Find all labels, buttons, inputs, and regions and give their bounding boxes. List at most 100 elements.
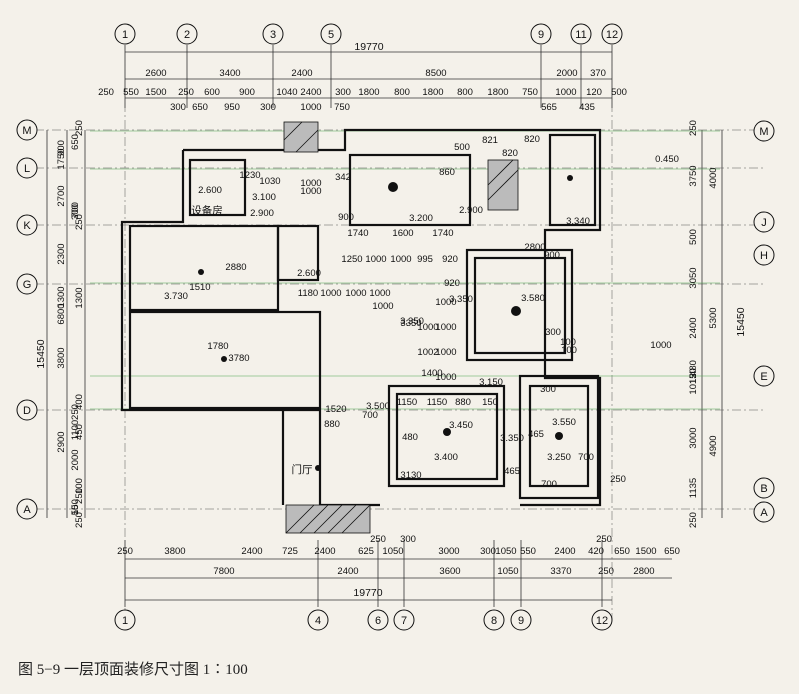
axis-bubble-bottom-circle [591, 609, 613, 631]
axis-bubble-left: M [22, 125, 31, 137]
axis-bubble-right: E [760, 371, 767, 383]
interior-dim: 1002 [417, 347, 438, 358]
dim-bottom-row2: 2400 [337, 566, 358, 577]
ceiling-height: 0.450 [655, 154, 679, 165]
dim-bottom-row2: 3370 [550, 566, 571, 577]
interior-dim: 1510 [189, 282, 210, 293]
dim-right-col1: 1135 [688, 478, 699, 498]
dim-top-row2: 2600 [145, 68, 166, 79]
axis-bubble-top: 2 [184, 29, 190, 41]
interior-dim: 1000 [372, 301, 393, 312]
dim-right-col1: 250 [688, 120, 699, 136]
dim-left-col1: 250 [74, 120, 85, 136]
interior-dim: 880 [455, 397, 471, 408]
dim-bottom-row2: 1050 [497, 566, 518, 577]
dim-top-row3: 500 [611, 87, 627, 98]
dim-right-col1: 2400 [688, 317, 699, 338]
interior-dim: 900 [338, 212, 354, 223]
ceiling-height: 3.200 [409, 213, 433, 224]
axis-bubble-right-circle [753, 365, 775, 387]
interior-dim: 920 [444, 278, 460, 289]
dim-top-row3: 1800 [487, 87, 508, 98]
dim-top-row4: 650 [192, 102, 208, 113]
axis-bubble-left-circle [16, 498, 38, 520]
axis-bubble-top: 11 [575, 29, 586, 41]
axis-bubble-right: H [760, 250, 768, 262]
dim-top-row3: 900 [239, 87, 255, 98]
dim-left-col1: 250 [74, 214, 85, 230]
dim-right-col1: 250 [688, 512, 699, 528]
ceiling-height: 2.600 [198, 185, 222, 196]
dim-right-col1: 480 [688, 360, 699, 376]
dim-left-col1: 50 [70, 505, 81, 516]
interior-dim: 1000 [417, 322, 438, 333]
axis-bubble-bottom-circle [367, 609, 389, 631]
interior-dim: 1000 [320, 288, 341, 299]
green-axis-lines [90, 130, 720, 410]
axis-bubble-top: 1 [122, 29, 128, 41]
ceiling-height: 2.600 [297, 268, 321, 279]
dim-top-total: 19770 [354, 41, 383, 53]
dim-top-row3: 1500 [145, 87, 166, 98]
axis-bubble-bottom: 7 [401, 615, 407, 627]
dim-bottom-row1: 3000 [438, 546, 459, 557]
dim-right-col1: 3000 [688, 427, 699, 448]
axis-bubble-right-circle [753, 501, 775, 523]
dim-right-col2: 4000 [708, 167, 719, 188]
axis-bubble-bottom: 1 [122, 615, 128, 627]
dim-right-col1: 3050 [688, 267, 699, 288]
dim-bottom-row2: 3600 [439, 566, 460, 577]
axis-bubble-left-circle [16, 119, 38, 141]
dim-left-col1: 100 [74, 478, 85, 494]
dim-top-row3: 120 [586, 87, 602, 98]
dim-top-row3: 800 [457, 87, 473, 98]
dim-bottom-row1: 420 [588, 546, 604, 557]
dim-right-col1: 120 [688, 368, 699, 384]
dim-left-col1: 250 [74, 488, 85, 504]
ceiling-height: 3.350 [449, 294, 473, 305]
interior-dim: 1000 [650, 340, 671, 351]
dim-top-row2: 2400 [291, 68, 312, 79]
dim-left-col1: 250 [70, 404, 81, 420]
interior-dim: 3780 [228, 353, 249, 364]
axis-bubble-bottom: 8 [491, 615, 497, 627]
axis-bubble-left-circle [16, 157, 38, 179]
interior-dim: 500 [454, 142, 470, 153]
ceiling-height: 3.400 [434, 452, 458, 463]
interior-dim: 1000 [435, 372, 456, 383]
axis-bubble-bottom: 9 [518, 615, 524, 627]
dim-right-col1: 1015 [688, 373, 699, 394]
dim-left-col1: 450 [74, 424, 85, 440]
dim-bottom-row1: 650 [664, 546, 680, 557]
axis-bubble-right-circle [753, 244, 775, 266]
dim-bottom-row2: 2800 [633, 566, 654, 577]
dim-left-col2: 2300 [56, 243, 67, 264]
axis-bubble-left-circle [16, 273, 38, 295]
axis-bubble-left-circle [16, 399, 38, 421]
axis-bubble-bottom-circle [510, 609, 532, 631]
interior-dim: 1000 [300, 186, 321, 197]
axis-bubble-bottom-circle [393, 609, 415, 631]
axis-bubble-top: 3 [270, 29, 276, 41]
ceiling-height: 3.250 [547, 452, 571, 463]
dim-left-col2: 1750 [56, 148, 67, 169]
axis-bubble-top-circle [601, 23, 623, 45]
dim-top-row4: 300 [170, 102, 186, 113]
dim-bottom-row2: 7800 [213, 566, 234, 577]
axis-bubble-left-circle [16, 214, 38, 236]
axis-bubble-top: 12 [606, 29, 618, 41]
interior-dim: 1740 [432, 228, 453, 239]
dim-bottom-row1: 625 [358, 546, 374, 557]
dim-top-row3: 2400 [300, 87, 321, 98]
dim-top-row3: 550 [123, 87, 139, 98]
axis-bubble-bottom: 4 [315, 615, 321, 627]
interior-dim: 995 [417, 254, 433, 265]
axis-bubble-top-circle [176, 23, 198, 45]
dim-bottom-row1: 250 [117, 546, 133, 557]
dim-left-col2: 3800 [56, 347, 67, 368]
dim-left-col1: 1100 [70, 420, 81, 440]
